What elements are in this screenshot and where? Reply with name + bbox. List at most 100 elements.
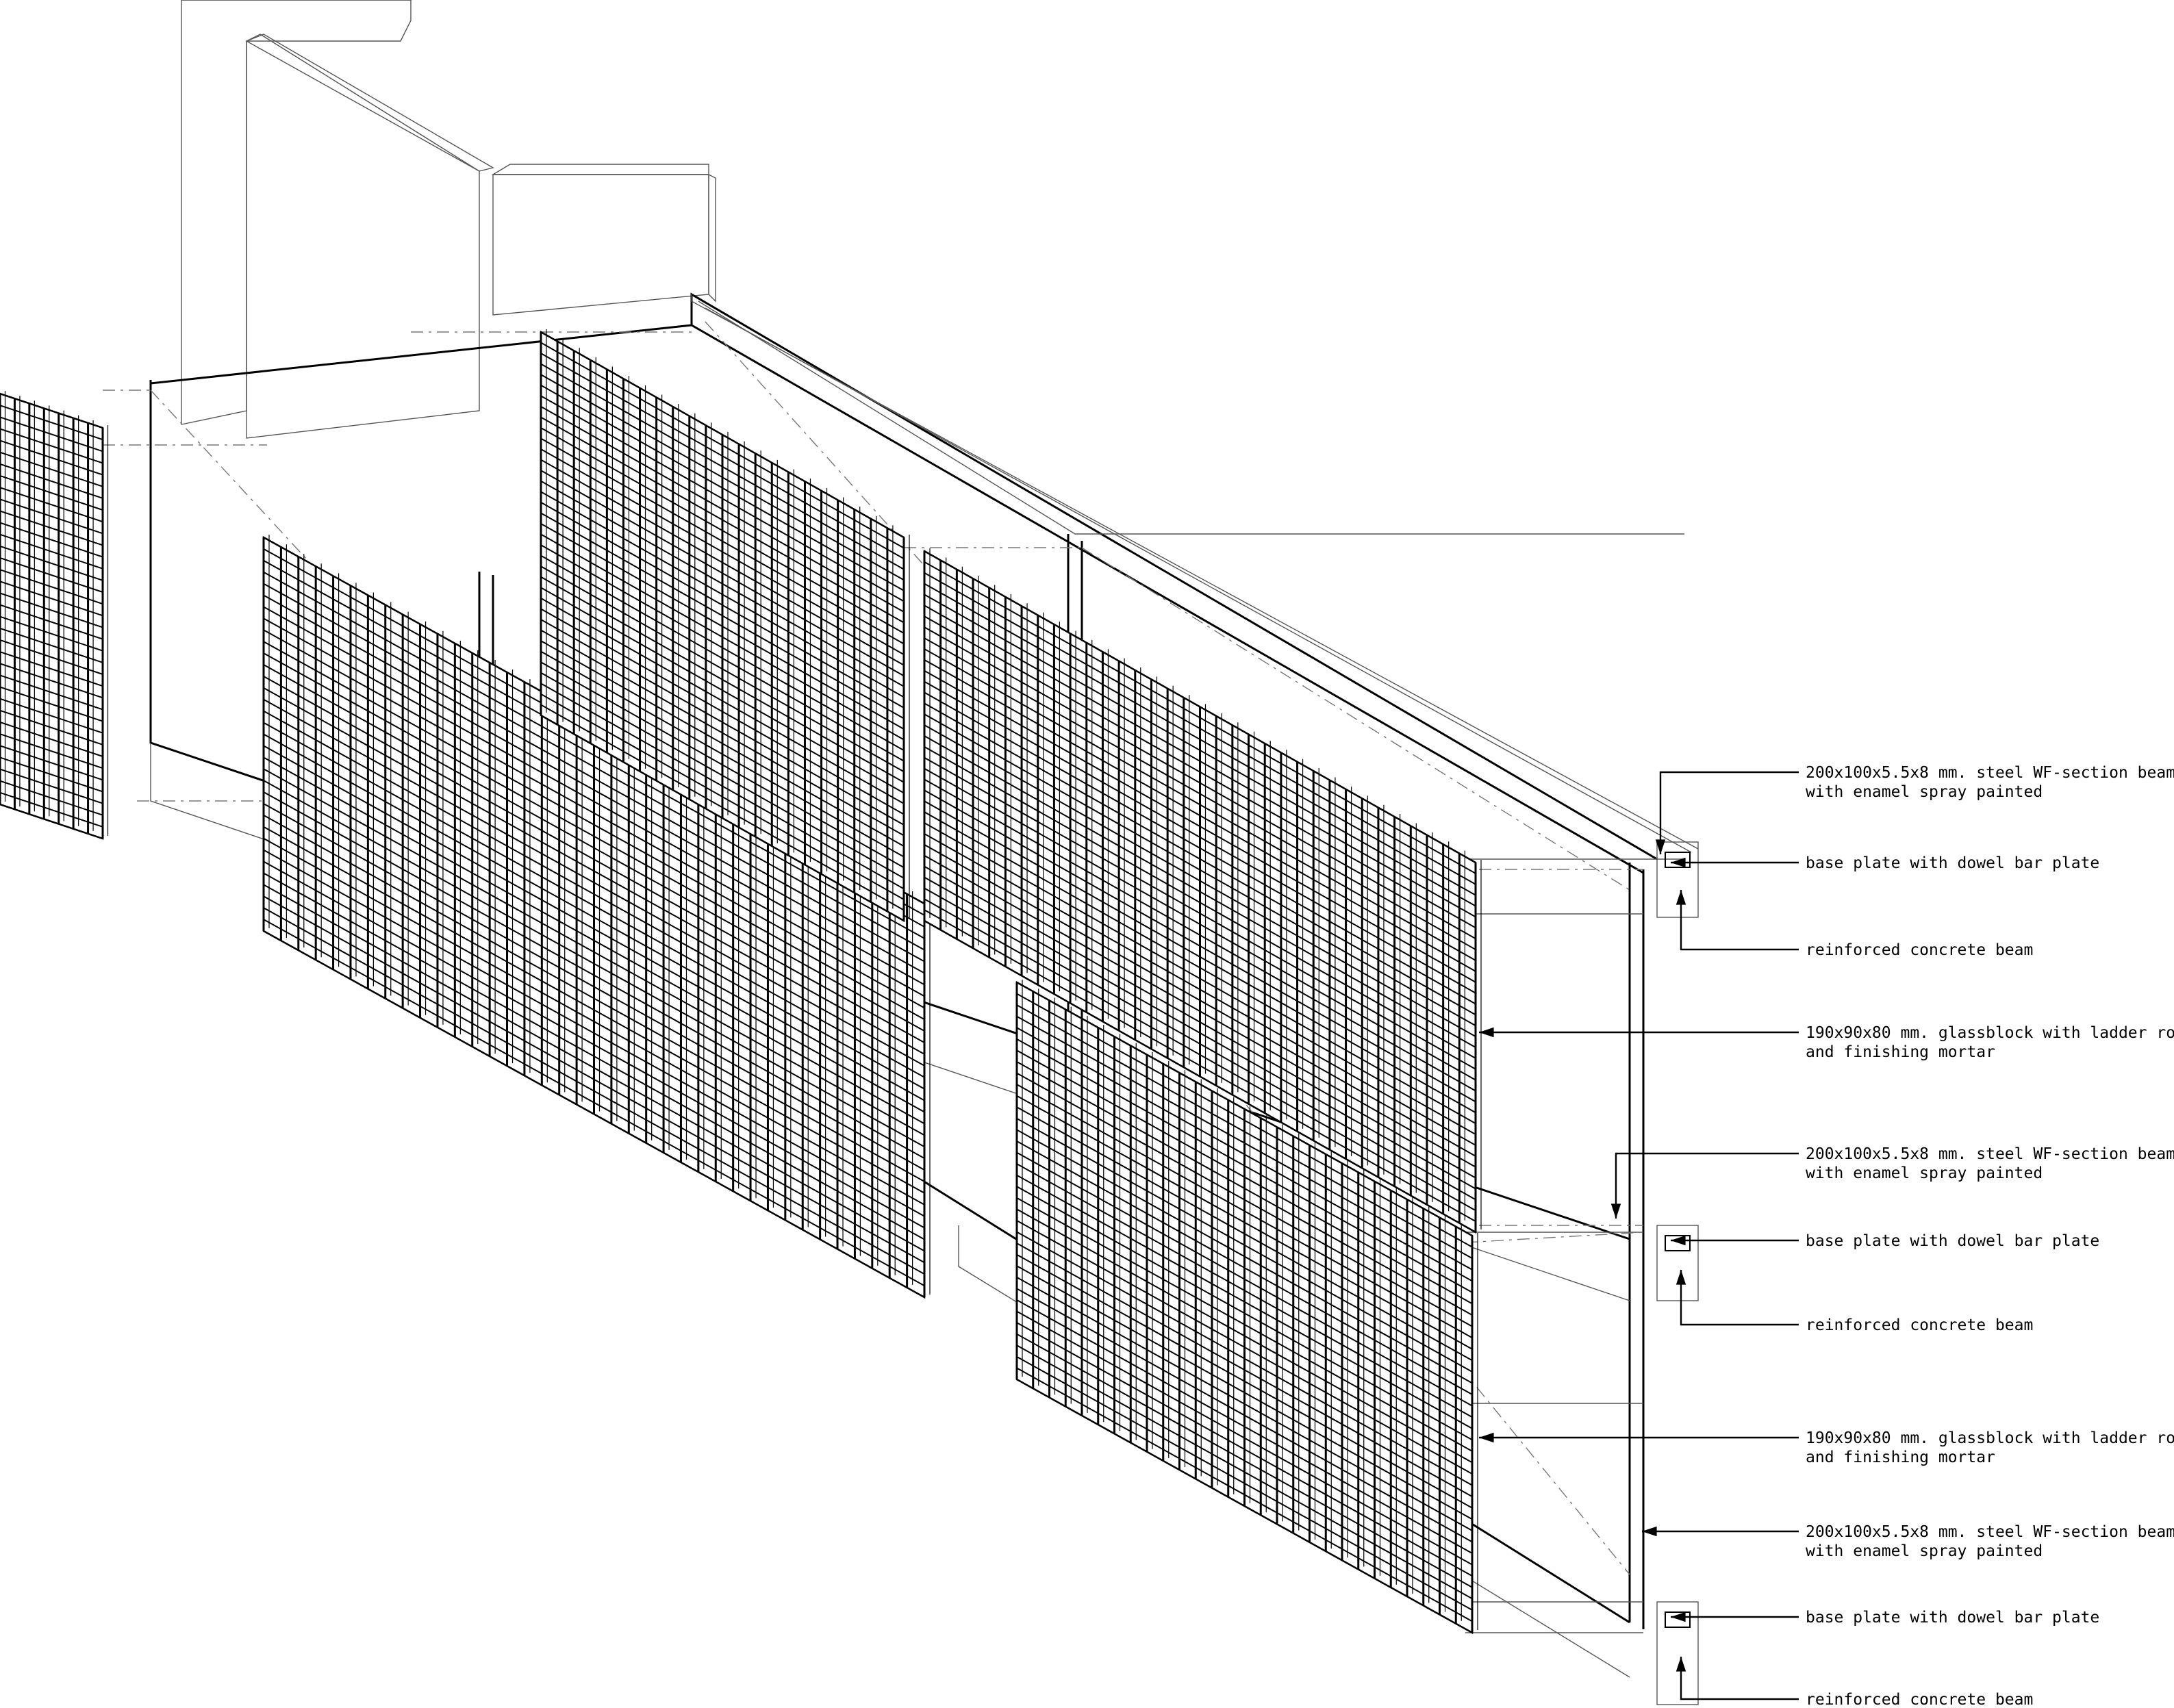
block-joint-horizontal — [924, 811, 1476, 1125]
block-joint-horizontal — [540, 374, 905, 581]
block-joint-horizontal — [924, 648, 1476, 961]
callout-text: 200x100x5.5x8 mm. steel WF-section beam — [1806, 1523, 2174, 1541]
block-joint-horizontal — [0, 604, 103, 640]
block-joint-horizontal — [0, 439, 103, 476]
block-joint-horizontal — [540, 683, 905, 890]
arrowhead — [1676, 890, 1686, 905]
block-joint-horizontal — [1016, 1049, 1473, 1305]
block-joint-horizontal — [924, 583, 1476, 896]
block-joint-horizontal — [0, 745, 103, 781]
section-profiles — [1656, 841, 1699, 1705]
block-joint-horizontal — [540, 523, 905, 730]
block-joint-horizontal — [263, 676, 925, 1043]
block-joint-horizontal — [540, 576, 905, 783]
block-joint-horizontal — [263, 617, 925, 986]
block-joint-horizontal — [540, 437, 905, 645]
block-joint-horizontal — [263, 815, 925, 1182]
block-joint-horizontal — [1016, 1117, 1473, 1373]
block-joint-horizontal — [924, 756, 1476, 1070]
block-joint-horizontal — [540, 384, 905, 591]
block-joint-horizontal — [1016, 1015, 1473, 1271]
block-joint-horizontal — [540, 544, 905, 751]
block-joint-horizontal — [0, 698, 103, 734]
glassblock-panel — [923, 548, 1482, 1234]
block-joint-horizontal — [263, 837, 925, 1206]
block-joint-horizontal — [540, 491, 905, 698]
block-joint-horizontal — [540, 629, 905, 837]
block-joint-horizontal — [1016, 1027, 1473, 1282]
block-joint-horizontal — [0, 416, 103, 453]
block-joint-horizontal — [924, 561, 1476, 874]
block-joint-horizontal — [540, 416, 905, 624]
block-joint-horizontal — [924, 626, 1476, 940]
arrowhead — [1479, 1027, 1494, 1038]
block-joint-horizontal — [263, 629, 925, 997]
block-joint-horizontal — [0, 663, 103, 699]
callout-text: with enamel spray painted — [1806, 1542, 2043, 1560]
block-joint-horizontal — [924, 800, 1476, 1114]
callout: 190x90x80 mm. glassblock with ladder rod… — [1479, 1429, 2174, 1466]
block-joint-horizontal — [924, 887, 1476, 1201]
glassblock-panel — [1015, 980, 1478, 1635]
arrowhead — [1655, 839, 1666, 854]
block-joint-horizontal — [263, 745, 925, 1113]
block-joint-horizontal — [924, 680, 1476, 994]
callout-text: 190x90x80 mm. glassblock with ladder rod — [1806, 1429, 2174, 1447]
block-joint-horizontal — [1016, 1140, 1473, 1395]
block-joint-horizontal — [540, 459, 905, 666]
block-joint-horizontal — [540, 619, 905, 826]
block-joint-horizontal — [924, 550, 1476, 863]
block-joint-horizontal — [924, 876, 1476, 1190]
block-joint-horizontal — [263, 861, 925, 1229]
callout-text: reinforced concrete beam — [1806, 1316, 2033, 1334]
block-joint-horizontal — [0, 592, 103, 628]
block-joint-horizontal — [0, 722, 103, 757]
block-joint-horizontal — [1016, 1004, 1473, 1260]
block-joint-horizontal — [924, 713, 1476, 1027]
block-joint-horizontal — [0, 768, 103, 804]
block-joint-horizontal — [924, 909, 1476, 1222]
block-joint-horizontal — [1016, 1276, 1473, 1531]
block-joint-horizontal — [0, 451, 103, 487]
block-joint-horizontal — [1016, 1084, 1473, 1339]
glassblock-panel — [540, 329, 910, 923]
block-joint-horizontal — [263, 652, 925, 1020]
block-joint-horizontal — [0, 393, 103, 429]
block-joint-horizontal — [540, 470, 905, 677]
block-joint-horizontal — [924, 691, 1476, 1005]
block-joint-horizontal — [0, 487, 103, 523]
block-joint-horizontal — [1016, 1095, 1473, 1350]
block-joint-horizontal — [0, 428, 103, 464]
block-joint-horizontal — [1016, 1106, 1473, 1362]
block-joint-horizontal — [1016, 1367, 1473, 1622]
block-joint-horizontal — [1016, 1344, 1473, 1600]
block-joint-horizontal — [540, 448, 905, 655]
leader-line — [1680, 1270, 1799, 1326]
block-joint-horizontal — [1016, 1310, 1473, 1566]
arrowhead — [1676, 1270, 1686, 1285]
block-joint-horizontal — [1016, 1288, 1473, 1543]
block-joint-horizontal — [924, 767, 1476, 1081]
block-joint-horizontal — [263, 710, 925, 1078]
callout-text: with enamel spray painted — [1806, 783, 2043, 801]
block-joint-horizontal — [1016, 1197, 1473, 1452]
block-joint-horizontal — [263, 687, 925, 1055]
block-joint-horizontal — [540, 363, 905, 570]
arrowhead — [1676, 1657, 1686, 1672]
block-joint-horizontal — [0, 804, 103, 839]
block-joint-horizontal — [540, 353, 905, 559]
block-joint-horizontal — [1016, 1242, 1473, 1498]
callout-text: reinforced concrete beam — [1806, 941, 2033, 959]
block-joint-horizontal — [540, 342, 905, 549]
masonry-wall — [181, 0, 716, 439]
block-joint-horizontal — [0, 569, 103, 605]
block-joint-horizontal — [263, 733, 925, 1101]
block-joint-horizontal — [924, 822, 1476, 1135]
arrowhead — [1642, 1526, 1657, 1537]
callout-text: base plate with dowel bar plate — [1806, 1609, 2099, 1627]
callout-text: 200x100x5.5x8 mm. steel WF-section beam — [1806, 764, 2174, 782]
block-joint-horizontal — [540, 480, 905, 687]
callout: 200x100x5.5x8 mm. steel WF-section beamw… — [1655, 764, 2174, 854]
block-joint-horizontal — [924, 833, 1476, 1146]
